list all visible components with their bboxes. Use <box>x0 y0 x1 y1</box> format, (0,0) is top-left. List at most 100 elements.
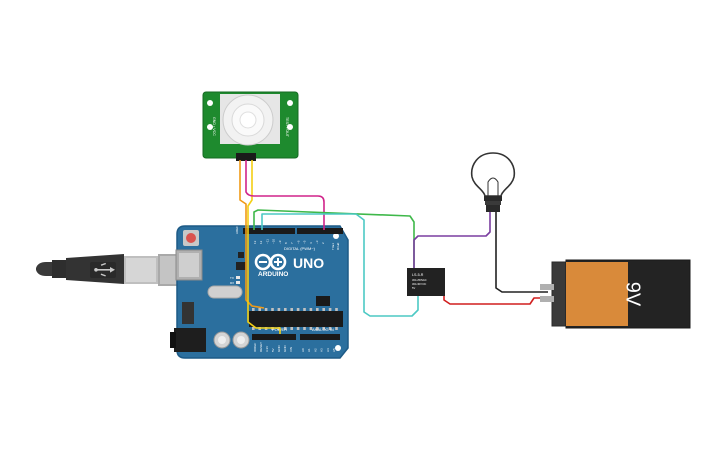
battery-voltage-label: 9V <box>622 282 644 307</box>
chip-pin <box>271 308 274 311</box>
chip-pin <box>284 327 287 330</box>
chip-pin <box>309 327 313 330</box>
wires <box>239 160 548 334</box>
chip-pin <box>322 308 325 311</box>
pir-hole <box>287 100 293 106</box>
power-header[interactable] <box>252 334 296 340</box>
wire-black[interactable] <box>495 212 548 293</box>
tx-label: TX <box>230 276 234 280</box>
wire-magenta[interactable] <box>245 160 325 230</box>
chip-pin <box>335 327 338 330</box>
gnd-label: GND <box>277 345 281 353</box>
ioref-label: IOREF <box>253 343 257 352</box>
rx-pin-label: RX◂0 <box>336 242 340 250</box>
analog-header[interactable] <box>300 334 340 340</box>
relay[interactable]: LS-5-R 30A 250VAC 30A 30V DC 5V <box>407 268 445 296</box>
vin-label: VIN <box>289 347 293 352</box>
reset-button[interactable] <box>183 230 199 246</box>
chip-pin <box>296 327 300 330</box>
usb-cable-icon[interactable] <box>36 254 196 286</box>
pir-sensor[interactable]: GND • VCC TEST • OUT <box>202 91 299 161</box>
power-pin-labels: IOREF RESET 3.3V 5V GND GND VIN <box>253 342 293 352</box>
battery-terminal <box>540 296 554 302</box>
pir-pin-header <box>236 153 256 161</box>
pir-pins-right-label: TEST • OUT <box>285 117 289 138</box>
rx-label: RX <box>230 281 234 285</box>
pin-label-analog: A4 <box>326 348 330 352</box>
chip-pin <box>277 308 281 311</box>
lightbulb-icon[interactable] <box>470 152 516 212</box>
relay-rating-2: 30A 30V DC <box>412 282 426 286</box>
chip-pin <box>296 308 300 311</box>
chip-pin <box>303 308 306 311</box>
analog-label: ANALOG IN <box>312 327 334 332</box>
power-jack <box>170 328 206 352</box>
chip-pin <box>328 327 332 330</box>
pin-label-analog: A2 <box>313 348 317 352</box>
arduino-brand-label: ARDUINO <box>258 271 288 278</box>
chip-pin <box>290 327 293 330</box>
chip-pin <box>335 308 338 311</box>
battery-terminal <box>540 284 554 290</box>
wire-red[interactable] <box>443 290 548 305</box>
digital-header[interactable] <box>243 228 343 234</box>
pin-label-digital: 12 <box>259 240 263 244</box>
pin-label-digital: 7 <box>290 242 294 244</box>
chip-pin <box>258 308 261 311</box>
relay-rating-3: 5V <box>412 286 415 290</box>
relay-label: LS-5-R <box>412 273 424 277</box>
mounting-hole <box>335 345 341 351</box>
chip-pin <box>284 308 287 311</box>
wire-orange[interactable] <box>239 160 265 309</box>
aref-label: AREF <box>235 226 239 234</box>
relay-rating-1: 30A 250VAC <box>412 278 427 282</box>
tx-led <box>236 276 240 279</box>
pir-hole <box>207 100 213 106</box>
chip-pin <box>290 308 293 311</box>
pin-label-analog: A3 <box>320 348 324 352</box>
chip-pin <box>322 327 325 330</box>
chip-pin <box>264 308 268 311</box>
pin-label-analog: A0 <box>301 348 305 352</box>
pin-label-digital: ~11 <box>265 239 269 244</box>
chip-pin <box>252 308 255 311</box>
chip-pin <box>316 327 319 330</box>
pin-label-digital: 4 <box>309 242 313 244</box>
pin-label-digital: ~9 <box>278 240 282 244</box>
pin-label-analog: A5 <box>332 348 336 352</box>
battery-9v[interactable]: 9V <box>540 259 691 329</box>
chip-pin <box>316 308 319 311</box>
chip-pin <box>252 327 255 330</box>
wire-yellow[interactable] <box>247 160 281 334</box>
reset-pin-label: RESET <box>259 342 263 352</box>
pin-label-digital: 8 <box>284 242 288 244</box>
chip <box>238 252 244 258</box>
pin-label-digital: 2 <box>321 242 325 244</box>
tx-pin-label: TX▸1 <box>331 243 335 250</box>
pin-label-digital: 13 <box>253 240 257 244</box>
wire-green[interactable] <box>253 209 415 270</box>
digital-label: DIGITAL (PWM~) <box>284 246 316 251</box>
v5-label: 5V <box>271 348 275 352</box>
pir-pins-left-label: GND • VCC <box>212 117 216 136</box>
rx-led <box>236 281 240 284</box>
chip-pin <box>303 327 306 330</box>
wire-teal[interactable] <box>261 213 419 317</box>
chip-pin <box>309 308 313 311</box>
chip-pin <box>328 308 332 311</box>
gnd-label: GND <box>283 345 287 353</box>
pir-hole <box>287 124 293 130</box>
pir-hole <box>207 124 213 130</box>
atmega-chip <box>249 308 343 330</box>
pin-label-digital: ~5 <box>303 240 307 244</box>
pin-label-digital: ~6 <box>296 240 300 244</box>
pin-label-digital: ~10 <box>272 239 276 244</box>
voltage-regulator <box>182 302 194 324</box>
chip <box>236 262 246 270</box>
wire-purple[interactable] <box>413 212 491 270</box>
crystal-oscillator <box>207 285 243 299</box>
